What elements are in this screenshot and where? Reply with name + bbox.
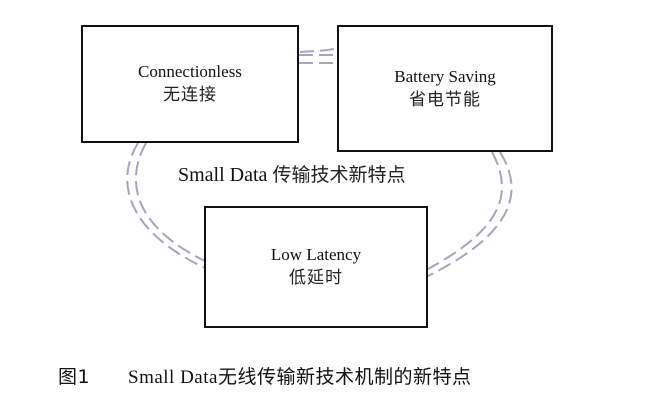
ring-left-arc-inner (134, 142, 206, 262)
node-low-latency: Low Latency 低延时 (204, 206, 428, 328)
ring-outer-path (299, 48, 338, 56)
center-label: Small Data 传输技术新特点 (178, 160, 478, 187)
figure-caption: 图1 Small Data无线传输新技术机制的新特点 (58, 362, 471, 389)
caption-zh: 无线传输新技术机制的新特点 (217, 366, 472, 388)
node-battery-saving: Battery Saving 省电节能 (337, 25, 553, 152)
center-label-zh: 传输技术新特点 (272, 164, 406, 186)
center-label-en: Small Data (178, 164, 268, 186)
ring-left-arc-outer (126, 142, 206, 269)
node-label-en: Battery Saving (394, 66, 496, 86)
node-label-en: Connectionless (138, 62, 242, 81)
node-label-zh: 无连接 (163, 85, 217, 105)
ring-right-arc-outer (427, 151, 513, 277)
node-label-en: Low Latency (270, 245, 362, 264)
node-connectionless: Connectionless 无连接 (81, 25, 299, 143)
node-label-zh: 省电节能 (409, 89, 481, 110)
ring-right-arc-inner (427, 151, 503, 270)
caption-en: Small Data (128, 367, 218, 388)
figure-number: 图1 (58, 366, 91, 388)
node-label-zh: 低延时 (289, 268, 343, 288)
